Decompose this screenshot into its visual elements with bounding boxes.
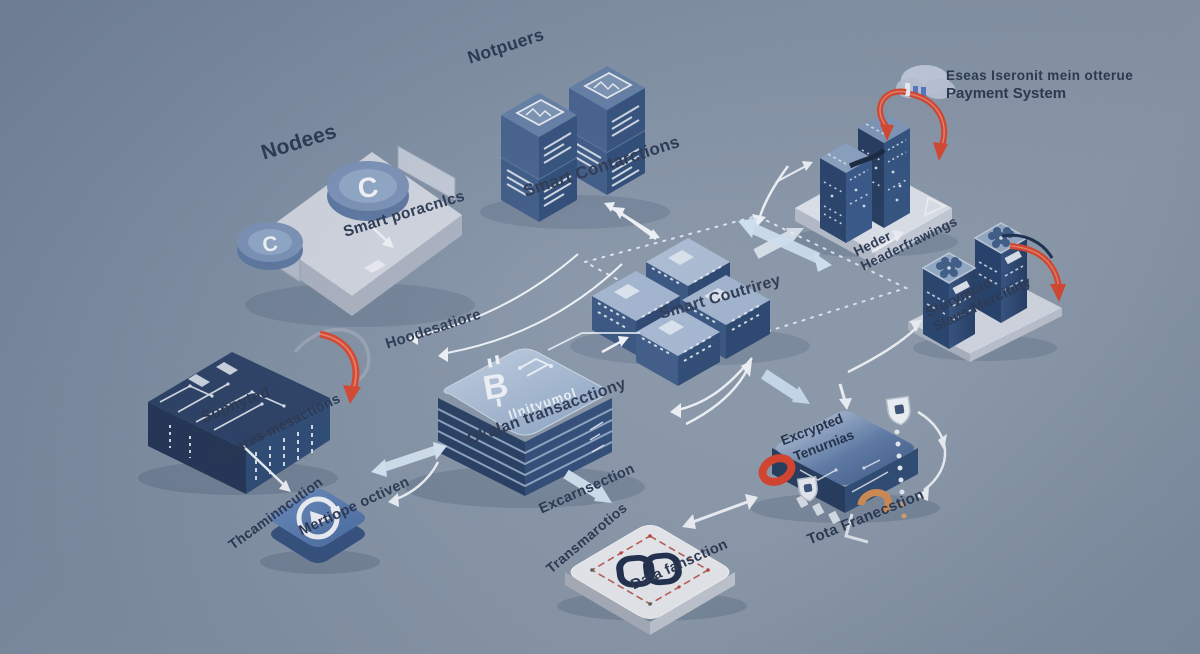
data-bar: [913, 86, 918, 96]
server-stacks: [480, 66, 670, 241]
red-arrow-icon: [319, 330, 361, 404]
building-icon: [636, 308, 720, 386]
circuit-glyph-icon: [518, 357, 553, 377]
red-arrow-icon: [877, 88, 948, 161]
double-arrow-blue-icon: [738, 218, 832, 272]
bead-chain: [894, 429, 907, 519]
smart-city-cluster: [570, 202, 909, 426]
payment-gateway-towers: [752, 88, 958, 265]
bitcoin-ledger-stack: B Ilnityumol: [405, 253, 645, 508]
double-arrow-white-icon: [604, 202, 660, 239]
thin-arrow-icon: [242, 445, 291, 492]
platform-wall-right: [397, 145, 456, 201]
image-icon: [583, 71, 633, 100]
chip-tab: [364, 260, 386, 273]
double-arrow-blue-icon: [371, 442, 447, 477]
coin-letter: C: [261, 232, 279, 257]
curved-arrow-down-icon: [752, 165, 790, 227]
cable: [848, 148, 886, 169]
thin-arrow-ne-icon: [847, 320, 922, 374]
stack-top: [443, 348, 607, 436]
outline-arrow-ne-icon: [601, 336, 629, 354]
shield-lock-icon: [796, 475, 818, 502]
platform-top: [262, 152, 462, 296]
data-transaction-card: [557, 469, 758, 635]
shield-lock-icon: [885, 395, 911, 426]
circuit-traces: [799, 459, 889, 493]
server-tower-icon: [820, 143, 886, 243]
red-ring-icon: [758, 454, 796, 486]
status-canisters: [847, 222, 1066, 374]
beam-arrow-blue-icon: [563, 469, 612, 503]
gear-icon: [988, 227, 1014, 248]
beam-arrow-blue-icon: [760, 369, 810, 404]
coin-icon-small: C: [237, 222, 303, 270]
dashed-boundary: [582, 214, 909, 344]
server-stack-right: [569, 66, 645, 195]
data-bar: [905, 83, 910, 96]
payment-system-text: Eseas Iseronit mein otterue Payment Syst…: [946, 68, 1133, 102]
app-tile: [260, 442, 447, 574]
wire-loop: [293, 327, 371, 386]
long-curved-arrow-icon: [408, 253, 623, 362]
double-arrow-white-icon: [682, 494, 758, 529]
encrypted-terminal: Excrypted Tenurnias: [750, 369, 947, 544]
box-top: [776, 411, 914, 485]
curved-arrow-up-icon: [685, 360, 752, 426]
sync-logo-icon: [296, 496, 341, 540]
platform-side: [262, 215, 462, 316]
gear-icon: [936, 257, 962, 278]
payment-line1: Eseas Iseronit mein otterue: [946, 68, 1134, 83]
data-bar: [921, 87, 926, 96]
canister-server-icon: [921, 252, 977, 349]
chain-link-icon: [616, 552, 682, 588]
red-arrow-icon: [1001, 233, 1066, 302]
curved-arrow-icon: [388, 461, 440, 507]
thin-arrow-icon: [775, 161, 813, 183]
coin-icon: C: [327, 161, 409, 221]
connector-line: [547, 332, 640, 351]
outline-arrow-icon: [923, 196, 948, 217]
curved-arrow-right-icon: [916, 410, 947, 501]
down-arrow-icon: [371, 226, 394, 248]
bracket-glyph: [844, 513, 869, 544]
coin-letter: C: [356, 171, 380, 205]
thin-arrow-up-icon: [871, 230, 904, 254]
payment-line2: Payment System: [946, 85, 1067, 102]
orange-ring-icon: [857, 489, 892, 514]
server-stack-left: [501, 93, 577, 222]
image-icon: [515, 98, 565, 127]
small-down-arrow-icon: [838, 383, 852, 410]
circuit-chip: [138, 327, 371, 495]
nodes-platform: C C: [237, 145, 475, 327]
